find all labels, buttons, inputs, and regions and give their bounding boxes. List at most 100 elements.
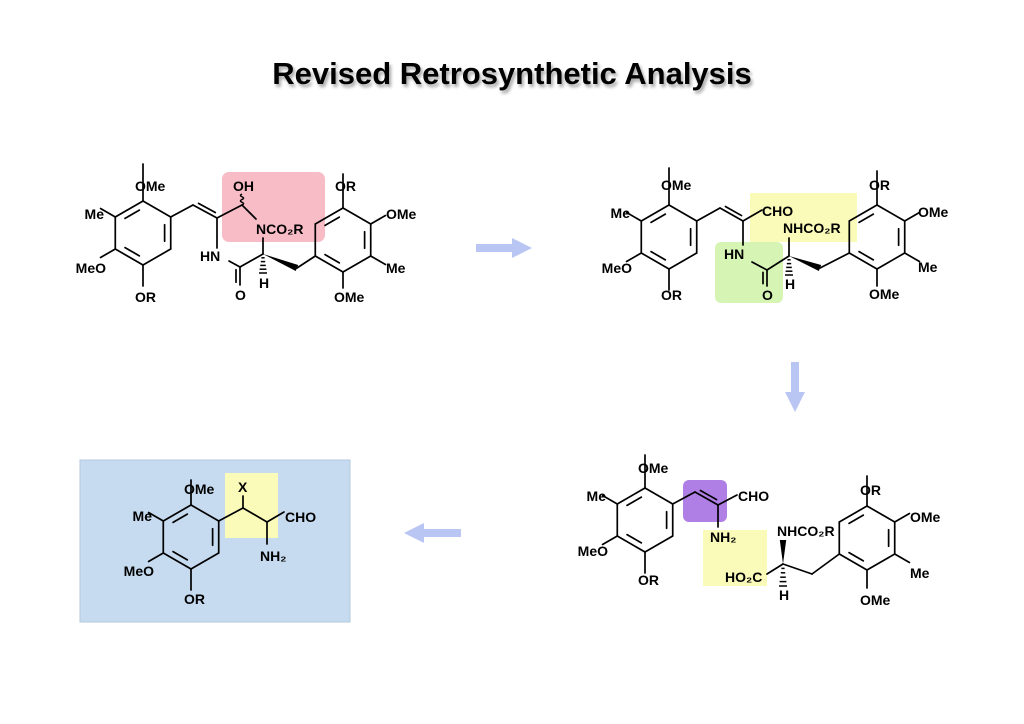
atom-label: OR [869,177,890,193]
atom-label: NH₂ [260,548,286,564]
bond [766,255,790,271]
bond [640,252,670,270]
bond [172,550,189,561]
arrow-down [785,362,805,412]
atom-label: Me [85,206,105,222]
bond [848,514,865,525]
yellow-highlight [750,193,857,242]
atom-label: OR [335,178,356,194]
bond [766,563,784,575]
atom-label: OMe [869,286,900,302]
bond [239,253,264,268]
bond [142,200,172,218]
bond [858,213,875,224]
arrow-left [404,523,461,543]
bond [903,252,921,263]
bond [811,553,841,575]
atom-label: OR [661,287,682,303]
atom-label: Me [910,565,930,581]
bond [342,207,372,225]
bond [751,261,768,271]
atom-label: O [235,287,246,303]
yellow-highlight [703,530,767,586]
bond [858,250,875,261]
bond [369,214,387,225]
atom-label: OH [233,178,254,194]
atom-label: OR [184,591,205,607]
pink-highlight [222,172,325,242]
bond [147,511,165,522]
bond [668,252,698,270]
bond [724,205,743,217]
bond [314,207,344,225]
atom-label: HN [200,248,220,264]
bond [719,207,744,222]
molecule-4: OMe Me MeO OR X CHO NH₂ [124,479,317,607]
atom-label: MeO [578,543,608,559]
bond [694,491,719,506]
atom-label: OR [860,482,881,498]
atom-label: NHCO₂R [783,220,841,236]
bond [876,252,906,270]
bond [699,489,718,501]
bond [625,211,643,222]
atom-label: MeO [76,260,106,276]
bond [625,252,643,263]
bond [242,507,268,523]
bond [644,535,674,553]
atom-label: Me [587,488,607,504]
bond [217,507,244,522]
molecule-2: OMe Me MeO OR CHO HN O NHCO₂R H OR OMe M… [602,177,949,303]
arrow-right [476,238,532,258]
atom-label: NHCO₂R [777,523,835,539]
wedge-bond [263,254,299,271]
atom-label: X [238,479,248,495]
atom-label: OMe [910,509,941,525]
bond [903,211,921,222]
bond [324,216,341,227]
bond [876,204,906,222]
atom-label: H [785,276,795,292]
atom-label: Me [611,205,631,221]
atom-label: HN [724,246,744,262]
bond [147,552,165,563]
page-title: Revised Retrosynthetic Analysis [272,56,752,91]
atom-label: Me [918,259,938,275]
bond [782,563,813,575]
bond [190,504,220,522]
atom-label: MeO [602,260,632,276]
bond [819,252,851,269]
atom-label: MeO [124,563,154,579]
bond [162,504,192,522]
atom-label: CHO [738,488,769,504]
bond [626,496,643,507]
atom-label: CHO [285,509,316,525]
bond [114,200,144,218]
bond [893,553,911,564]
bond [866,505,896,523]
atom-label: O [762,287,773,303]
atom-label: OMe [918,204,949,220]
bond [668,204,698,222]
bond [601,535,619,546]
bond [848,252,878,270]
bond [650,213,667,224]
atom-label: OR [638,572,659,588]
atom-label: OMe [135,178,166,194]
bond [838,505,868,523]
atom-label: OMe [661,177,692,193]
bond [838,553,868,571]
bond [197,202,217,214]
bond [124,246,141,257]
green-highlight [715,242,783,303]
bond [216,204,243,219]
bond [99,248,117,259]
bond [99,207,117,218]
atom-label: OMe [638,460,669,476]
bond [650,250,667,261]
bond [866,553,896,571]
bond [671,491,696,505]
atom-label: OMe [386,206,417,222]
bond [616,535,646,553]
